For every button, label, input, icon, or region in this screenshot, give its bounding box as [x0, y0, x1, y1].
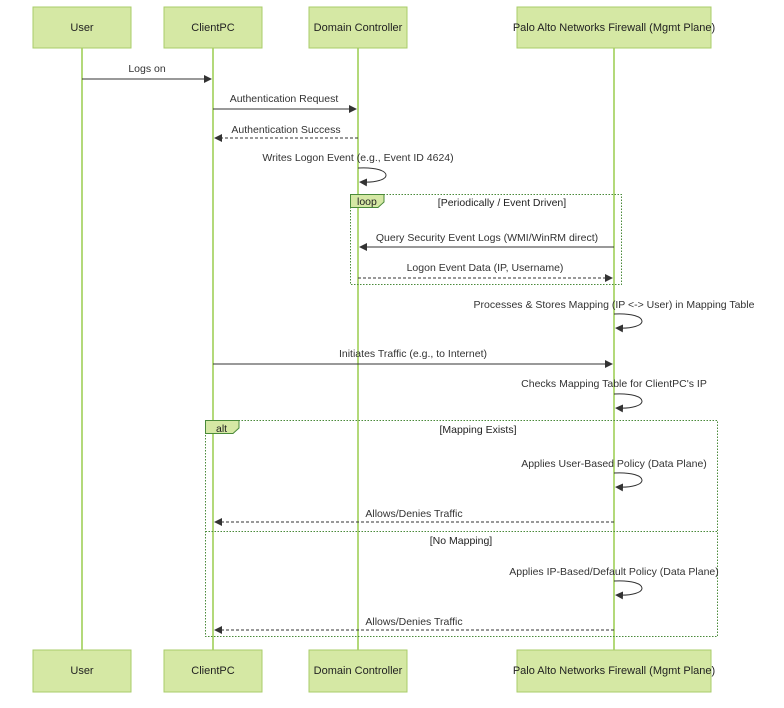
- message-applies-user-policy: Applies User-Based Policy (Data Plane): [521, 458, 707, 492]
- message-logon-event-data: Logon Event Data (IP, Username): [358, 262, 613, 282]
- message-allows-denies-1: Allows/Denies Traffic: [214, 508, 614, 526]
- message-query-event-logs-label: Query Security Event Logs (WMI/WinRM dir…: [376, 232, 598, 244]
- actor-user-bottom: User: [32, 649, 132, 693]
- actor-clientpc-bottom: ClientPC: [163, 649, 263, 693]
- message-writes-logon-event-label: Writes Logon Event (e.g., Event ID 4624): [262, 152, 453, 164]
- message-auth-success: Authentication Success: [214, 124, 358, 142]
- message-allows-denies-2: Allows/Denies Traffic: [214, 616, 614, 634]
- loop-condition: [Periodically / Event Driven]: [438, 197, 566, 209]
- message-auth-request: Authentication Request: [213, 93, 357, 113]
- actor-fw-bottom: Palo Alto Networks Firewall (Mgmt Plane): [513, 649, 715, 693]
- actor-fw-label: Palo Alto Networks Firewall (Mgmt Plane): [513, 22, 715, 34]
- message-applies-user-policy-label: Applies User-Based Policy (Data Plane): [521, 458, 707, 470]
- actor-dc-label: Domain Controller: [314, 665, 403, 677]
- message-allows-denies-1-label: Allows/Denies Traffic: [365, 508, 462, 520]
- message-stores-mapping-label: Processes & Stores Mapping (IP <-> User)…: [474, 299, 755, 311]
- actor-fw-top: Palo Alto Networks Firewall (Mgmt Plane): [513, 6, 715, 49]
- message-applies-ip-policy-label: Applies IP-Based/Default Policy (Data Pl…: [509, 566, 719, 578]
- message-initiates-traffic: Initiates Traffic (e.g., to Internet): [213, 348, 613, 368]
- message-applies-ip-policy: Applies IP-Based/Default Policy (Data Pl…: [509, 566, 719, 600]
- message-logs-on-label: Logs on: [128, 63, 166, 75]
- message-checks-mapping-label: Checks Mapping Table for ClientPC's IP: [521, 378, 707, 390]
- loop-frame: loop [Periodically / Event Driven]: [350, 194, 622, 285]
- message-query-event-logs: Query Security Event Logs (WMI/WinRM dir…: [359, 232, 614, 251]
- actor-clientpc-top: ClientPC: [163, 6, 263, 49]
- actor-dc-bottom: Domain Controller: [308, 649, 408, 693]
- actor-user-label: User: [70, 665, 94, 677]
- actor-clientpc-label: ClientPC: [191, 665, 234, 677]
- message-writes-logon-event: Writes Logon Event (e.g., Event ID 4624): [262, 152, 454, 187]
- actor-dc-top: Domain Controller: [308, 6, 408, 49]
- message-checks-mapping: Checks Mapping Table for ClientPC's IP: [521, 378, 707, 413]
- message-auth-success-label: Authentication Success: [231, 124, 340, 136]
- message-logs-on: Logs on: [82, 63, 212, 83]
- actor-user-top: User: [32, 6, 132, 49]
- alt-frame-label: alt: [216, 423, 227, 435]
- message-logon-event-data-label: Logon Event Data (IP, Username): [407, 262, 564, 274]
- actor-clientpc-label: ClientPC: [191, 22, 234, 34]
- message-auth-request-label: Authentication Request: [230, 93, 339, 105]
- actor-user-label: User: [70, 22, 94, 34]
- message-stores-mapping: Processes & Stores Mapping (IP <-> User)…: [474, 299, 755, 333]
- actor-fw-label: Palo Alto Networks Firewall (Mgmt Plane): [513, 665, 715, 677]
- message-initiates-traffic-label: Initiates Traffic (e.g., to Internet): [339, 348, 487, 360]
- actor-dc-label: Domain Controller: [314, 22, 403, 34]
- alt-frame: alt [Mapping Exists] [No Mapping]: [205, 420, 718, 637]
- message-allows-denies-2-label: Allows/Denies Traffic: [365, 616, 462, 628]
- alt-condition-mapping-exists: [Mapping Exists]: [439, 424, 516, 436]
- loop-frame-label: loop: [357, 196, 377, 208]
- alt-condition-no-mapping: [No Mapping]: [430, 535, 493, 547]
